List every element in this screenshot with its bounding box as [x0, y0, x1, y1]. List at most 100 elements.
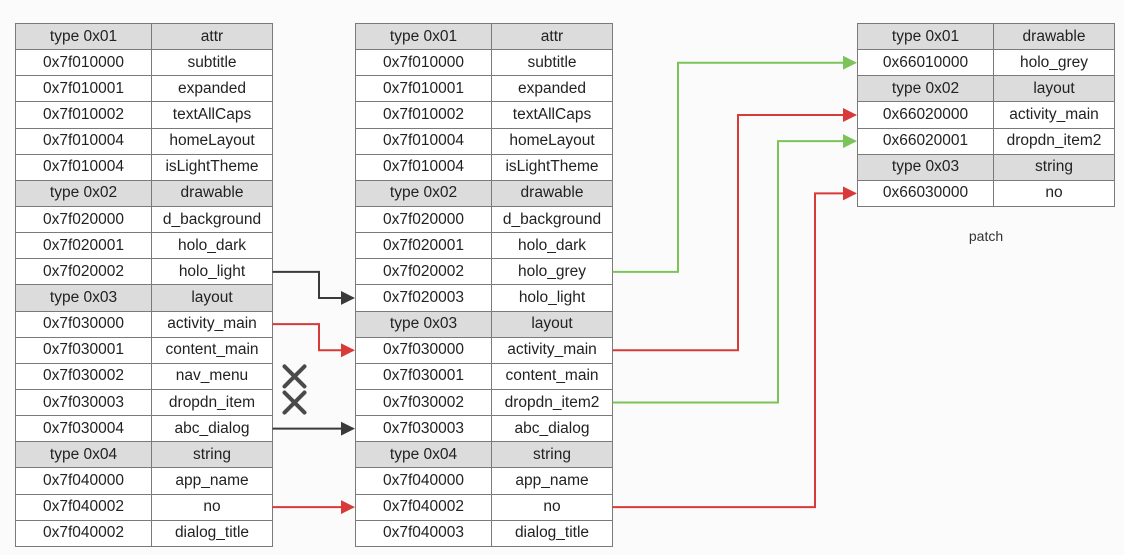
resource-name-cell: holo_light: [491, 284, 613, 312]
resource-id-cell: 0x7f010002: [355, 101, 492, 129]
resource-name-cell: holo_light: [151, 258, 273, 286]
connection-arrow-dark: [272, 270, 355, 305]
type-id-cell: type 0x01: [355, 22, 492, 51]
resource-name-cell: no: [491, 493, 613, 521]
resource-id-cell: 0x7f030001: [355, 362, 492, 390]
resource-name-cell: isLightTheme: [491, 153, 613, 181]
resource-id-cell: 0x66020001: [857, 127, 994, 155]
resource-id-cell: 0x7f010004: [355, 127, 492, 155]
resource-id-cell: 0x7f030002: [355, 388, 492, 417]
resource-id-cell: 0x7f030002: [15, 362, 152, 390]
resource-id-cell: 0x7f020002: [15, 258, 152, 286]
connection-arrow-red: [612, 186, 857, 509]
resource-name-cell: expanded: [151, 75, 273, 103]
resource-name-cell: activity_main: [151, 310, 273, 338]
resource-name-cell: dropdn_item2: [993, 127, 1115, 155]
type-id-cell: type 0x01: [15, 22, 152, 51]
type-id-cell: type 0x02: [355, 179, 492, 207]
type-id-cell: type 0x04: [355, 441, 492, 469]
type-name-cell: string: [993, 153, 1115, 181]
connection-arrow-green: [612, 55, 857, 273]
resource-id-cell: 0x7f040002: [355, 493, 492, 521]
type-name-cell: drawable: [491, 179, 613, 207]
resource-name-cell: subtitle: [151, 49, 273, 77]
resource-id-cell: 0x7f040003: [355, 519, 492, 547]
removed-cross-icon: [282, 364, 307, 389]
resource-id-cell: 0x7f040000: [355, 467, 492, 495]
resource-id-cell: 0x7f020003: [355, 284, 492, 312]
resource-id-cell: 0x7f010004: [15, 127, 152, 155]
resource-id-cell: 0x7f010002: [15, 101, 152, 129]
resource-name-cell: activity_main: [993, 101, 1115, 129]
resource-id-cell: 0x66030000: [857, 179, 994, 207]
resource-name-cell: homeLayout: [151, 127, 273, 155]
resource-id-cell: 0x66020000: [857, 101, 994, 129]
resource-name-cell: dialog_title: [491, 519, 613, 547]
patch-caption: patch: [968, 228, 1004, 244]
type-id-cell: type 0x03: [15, 284, 152, 312]
resource-id-cell: 0x7f040002: [15, 493, 152, 521]
connection-arrow-red: [612, 107, 857, 352]
type-name-cell: layout: [151, 284, 273, 312]
resource-id-cell: 0x7f020000: [15, 205, 152, 234]
resource-id-cell: 0x7f010004: [15, 153, 152, 181]
resource-id-cell: 0x7f030000: [15, 310, 152, 338]
resource-id-cell: 0x7f010001: [355, 75, 492, 103]
resource-id-cell: 0x66010000: [857, 49, 994, 77]
resource-name-cell: textAllCaps: [491, 101, 613, 129]
type-name-cell: string: [151, 441, 273, 469]
type-name-cell: layout: [491, 310, 613, 338]
type-id-cell: type 0x04: [15, 441, 152, 469]
resource-id-cell: 0x7f030000: [355, 336, 492, 364]
resource-id-cell: 0x7f020000: [355, 205, 492, 234]
resource-id-cell: 0x7f030001: [15, 336, 152, 364]
type-name-cell: attr: [491, 22, 613, 51]
resource-name-cell: dialog_title: [151, 519, 273, 547]
resource-name-cell: textAllCaps: [151, 101, 273, 129]
type-id-cell: type 0x03: [355, 310, 492, 338]
resource-name-cell: holo_dark: [151, 232, 273, 260]
resource-id-cell: 0x7f030004: [15, 415, 152, 443]
resource-id-cell: 0x7f040002: [15, 519, 152, 547]
resource-id-cell: 0x7f010004: [355, 153, 492, 181]
type-name-cell: layout: [993, 75, 1115, 103]
resource-name-cell: d_background: [491, 205, 613, 234]
